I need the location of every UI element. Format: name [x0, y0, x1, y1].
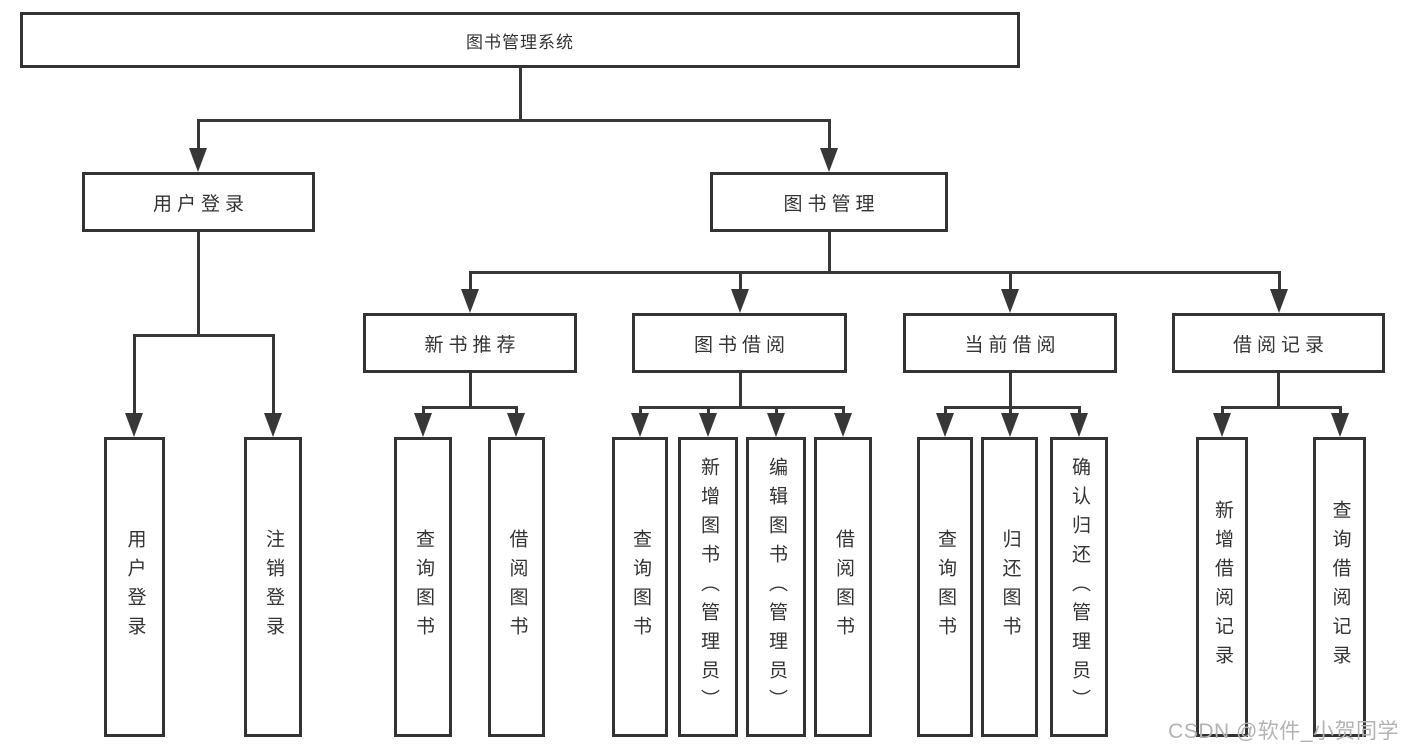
- leaf-edit-books-admin-label: 编辑图书（管理员）: [765, 456, 787, 718]
- connector-line: [133, 334, 136, 417]
- leaf-query-books-recommend-label: 查询图书: [412, 529, 434, 645]
- leaf-query-books-recommend: 查询图书: [394, 437, 452, 737]
- leaf-edit-books-admin: 编辑图书（管理员）: [746, 437, 806, 737]
- leaf-logout: 注销登录: [244, 437, 302, 737]
- node-current-borrow: 当前借阅: [903, 313, 1117, 373]
- node-new-book-recommend-label: 新书推荐: [424, 334, 521, 356]
- node-new-book-recommend: 新书推荐: [363, 313, 577, 373]
- leaf-borrow-books: 借阅图书: [814, 437, 872, 737]
- connector-line: [775, 406, 778, 417]
- leaf-return-books: 归还图书: [981, 437, 1038, 737]
- arrow-down-icon: [631, 413, 649, 437]
- watermark-text: CSDN @软件_小贺同学: [1168, 720, 1399, 743]
- arrow-down-icon: [414, 413, 432, 437]
- leaf-add-borrow-record: 新增借阅记录: [1196, 437, 1248, 737]
- leaf-user-login: 用户登录: [104, 437, 165, 737]
- connector-line: [197, 119, 831, 122]
- leaf-confirm-return-admin-label: 确认归还（管理员）: [1068, 456, 1090, 718]
- node-user-login: 用户登录: [82, 172, 315, 232]
- arrow-down-icon: [1213, 413, 1231, 437]
- leaf-query-books-current-label: 查询图书: [934, 529, 956, 645]
- arrow-down-icon: [820, 148, 838, 172]
- connector-line: [515, 406, 518, 417]
- connector-line: [422, 406, 518, 409]
- arrow-down-icon: [834, 413, 852, 437]
- leaf-borrow-books-recommend-label: 借阅图书: [506, 529, 528, 645]
- connector-line: [842, 406, 845, 417]
- arrow-down-icon: [699, 413, 717, 437]
- leaf-add-borrow-record-label: 新增借阅记录: [1211, 500, 1233, 674]
- leaf-query-books-borrow-label: 查询图书: [629, 529, 651, 645]
- connector-line: [133, 334, 275, 337]
- leaf-borrow-books-recommend: 借阅图书: [488, 437, 545, 737]
- arrow-down-icon: [1001, 413, 1019, 437]
- node-book-management-label: 图书管理: [783, 193, 880, 215]
- connector-line: [828, 119, 831, 152]
- connector-line: [1221, 406, 1224, 417]
- leaf-user-login-label: 用户登录: [124, 529, 146, 645]
- connector-line: [739, 271, 742, 293]
- node-book-management: 图书管理: [710, 172, 948, 232]
- leaf-borrow-books-label: 借阅图书: [832, 529, 854, 645]
- connector-line: [197, 119, 200, 152]
- connector-line: [519, 68, 522, 121]
- arrow-down-icon: [1331, 413, 1349, 437]
- arrow-down-icon: [507, 413, 525, 437]
- leaf-add-books-admin-label: 新增图书（管理员）: [697, 456, 719, 718]
- node-book-borrow-label: 图书借阅: [693, 334, 790, 356]
- leaf-logout-label: 注销登录: [262, 529, 284, 645]
- leaf-query-books-borrow: 查询图书: [612, 437, 668, 737]
- node-borrow-records: 借阅记录: [1172, 313, 1385, 373]
- arrow-down-icon: [264, 413, 282, 437]
- connector-line: [707, 406, 710, 417]
- connector-line: [272, 334, 275, 417]
- node-root-label: 图书管理系统: [466, 32, 574, 52]
- leaf-query-borrow-record-label: 查询借阅记录: [1329, 500, 1351, 674]
- node-book-borrow: 图书借阅: [632, 313, 847, 373]
- connector-line: [639, 406, 845, 409]
- connector-line: [1278, 271, 1281, 293]
- connector-line: [639, 406, 642, 417]
- connector-line: [1009, 373, 1012, 409]
- connector-line: [1339, 406, 1342, 417]
- arrow-down-icon: [461, 289, 479, 313]
- arrow-down-icon: [1270, 289, 1288, 313]
- node-borrow-records-label: 借阅记录: [1232, 334, 1329, 356]
- connector-line: [197, 232, 200, 337]
- connector-line: [739, 373, 742, 409]
- connector-line: [1277, 373, 1280, 409]
- arrow-down-icon: [1001, 289, 1019, 313]
- arrow-down-icon: [731, 289, 749, 313]
- node-user-login-label: 用户登录: [152, 193, 249, 215]
- connector-line: [1078, 406, 1081, 417]
- leaf-query-borrow-record: 查询借阅记录: [1313, 437, 1366, 737]
- node-root: 图书管理系统: [20, 12, 1020, 68]
- leaf-query-books-current: 查询图书: [917, 437, 973, 737]
- connector-line: [469, 271, 1281, 274]
- leaf-return-books-label: 归还图书: [999, 529, 1021, 645]
- arrow-down-icon: [1070, 413, 1088, 437]
- arrow-down-icon: [936, 413, 954, 437]
- connector-line: [469, 271, 472, 293]
- node-current-borrow-label: 当前借阅: [964, 334, 1061, 356]
- leaf-confirm-return-admin: 确认归还（管理员）: [1050, 437, 1108, 737]
- connector-line: [1009, 406, 1012, 417]
- arrow-down-icon: [767, 413, 785, 437]
- arrow-down-icon: [189, 148, 207, 172]
- connector-line: [469, 373, 472, 409]
- connector-line: [1221, 406, 1342, 409]
- connector-line: [1009, 271, 1012, 293]
- connector-line: [422, 406, 425, 417]
- arrow-down-icon: [125, 413, 143, 437]
- leaf-add-books-admin: 新增图书（管理员）: [678, 437, 738, 737]
- connector-line: [944, 406, 1081, 409]
- connector-line: [944, 406, 947, 417]
- connector-line: [828, 232, 831, 274]
